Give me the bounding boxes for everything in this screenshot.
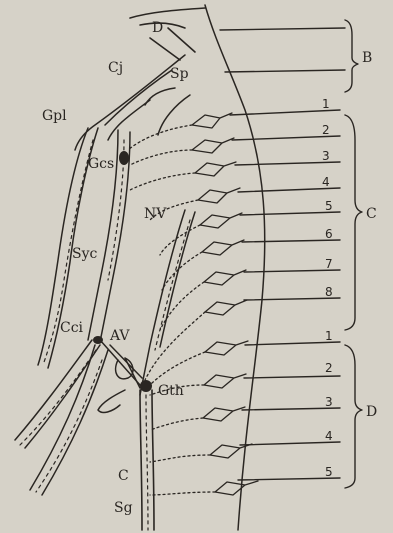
group-b-lines [220, 28, 345, 72]
ganglion-cervical-superior [119, 151, 129, 165]
cervical-number: 2 [322, 123, 330, 137]
label-gcs: Gcs [88, 156, 114, 172]
cervical-segment-lines [230, 110, 340, 300]
cervical-number: 4 [322, 175, 330, 189]
thoracic-number: 5 [325, 465, 333, 479]
label-sp: Sp [170, 66, 189, 82]
group-d: D [366, 404, 377, 420]
bracket-b [345, 20, 358, 92]
thoracic-number: 1 [325, 329, 333, 343]
group-c: C [366, 206, 377, 222]
thoracic-roots [203, 341, 258, 495]
label-nv: NV [144, 206, 167, 222]
cervical-number: 6 [325, 227, 333, 241]
cervical-number: 5 [325, 199, 333, 213]
label-av: AV [109, 328, 130, 344]
label-cci: Cci [60, 320, 84, 336]
ganglion-cervical-inferior [93, 336, 103, 344]
thoracic-number: 2 [325, 361, 333, 375]
cervical-number: 3 [322, 149, 330, 163]
cervical-number: 1 [322, 97, 330, 111]
label-c-chain: C [118, 468, 129, 484]
label-syc: Syc [72, 246, 98, 262]
label-cj: Cj [108, 60, 123, 76]
group-b: B [362, 50, 372, 66]
ganglion-thoracic [140, 380, 152, 392]
label-gpl: Gpl [42, 108, 67, 124]
label-d-top: D [152, 20, 163, 36]
cervical-number: 8 [325, 285, 333, 299]
label-sg: Sg [114, 500, 133, 516]
bracket-d [345, 345, 362, 488]
thoracic-number: 4 [325, 429, 333, 443]
av-branch [98, 390, 125, 412]
cervical-number: 7 [325, 257, 333, 271]
skull-base [130, 8, 205, 60]
bracket-c [345, 115, 362, 330]
lower-chain [140, 390, 154, 530]
thoracic-number: 3 [325, 395, 333, 409]
nv-nerve [140, 210, 195, 395]
label-gth: Gth [158, 383, 184, 399]
